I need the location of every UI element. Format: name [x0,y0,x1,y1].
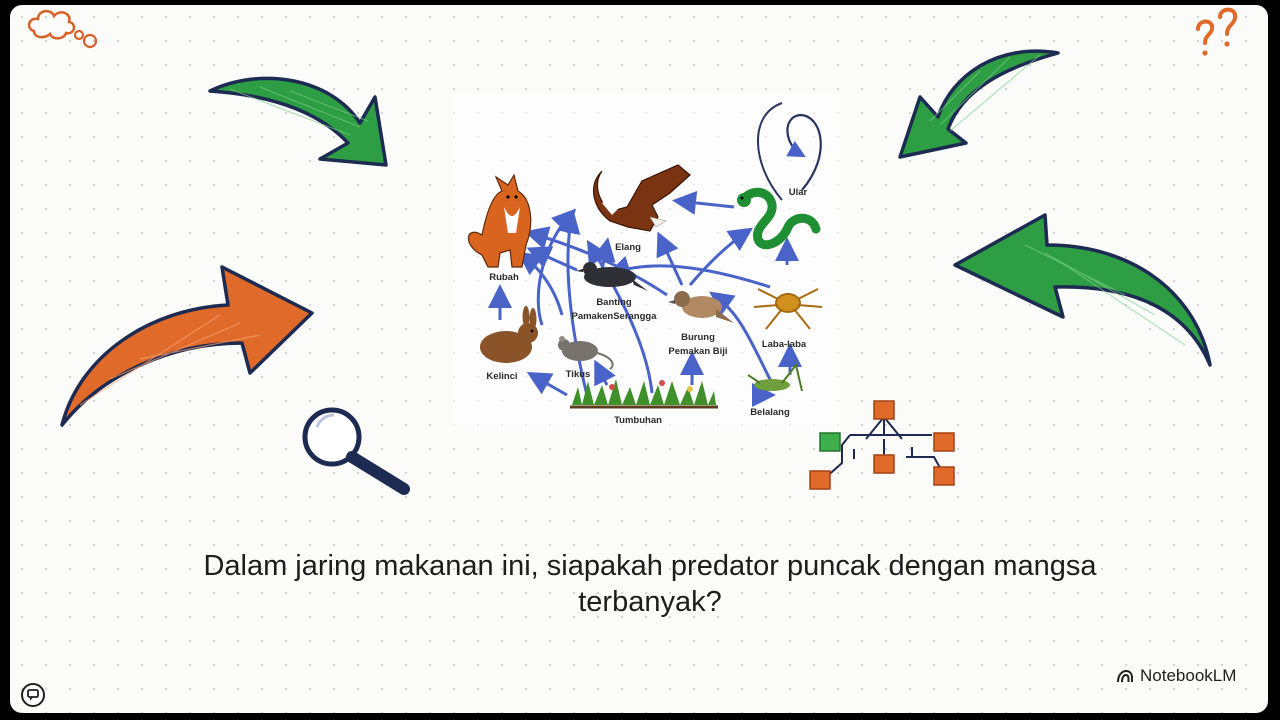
label-rubah: Rubah [489,272,519,283]
label-belalang: Belalang [750,407,790,418]
label-burung-line1: Burung [681,332,715,343]
snake-figure [737,187,821,250]
food-web-diagram: Rubah Elang Ular Banting PamakenSerangga… [452,95,842,430]
question-marks-icon [1196,7,1238,56]
brand-watermark: NotebookLM [1116,665,1236,687]
eagle-figure [593,164,691,232]
mouse-figure [558,336,614,370]
fox-figure [467,173,532,268]
orange-arrow-left [60,265,314,427]
slide-card: Rubah Elang Ular Banting PamakenSerangga… [10,5,1268,713]
caption-line-2: terbanyak? [578,586,722,618]
label-kelinci: Kelinci [486,371,517,382]
label-ular: Ular [789,187,808,198]
label-elang: Elang [615,242,641,253]
thought-cloud-icon [27,9,98,49]
rabbit-figure [480,306,538,363]
brand-name: NotebookLM [1140,666,1237,685]
feedback-icon[interactable] [20,682,46,708]
label-tumbuhan: Tumbuhan [614,415,662,426]
plants-figure [570,379,718,409]
spider-figure [753,288,823,330]
grasshopper-figure [747,362,803,392]
question-caption: Dalam jaring makanan ini, siapakah preda… [130,548,1170,620]
seed-eater-bird-figure [668,291,734,323]
green-arrow-top-left [208,76,388,167]
green-arrow-top-right [898,49,1060,159]
flowchart-icon [809,400,955,490]
caption-line-1: Dalam jaring makanan ini, siapakah preda… [203,550,1097,582]
label-laba: Laba-laba [762,339,807,350]
green-arrow-right [953,213,1212,367]
insect-eater-bird-figure [576,262,648,291]
label-burung-line2: Pemakan Biji [668,346,727,357]
notebooklm-logo-icon [1117,669,1133,683]
label-banteng-line1: Banting [596,297,632,308]
label-tikus: Tikus [566,369,591,380]
magnifier-icon [302,407,410,495]
label-banteng-line2: PamakenSerangga [571,311,657,322]
